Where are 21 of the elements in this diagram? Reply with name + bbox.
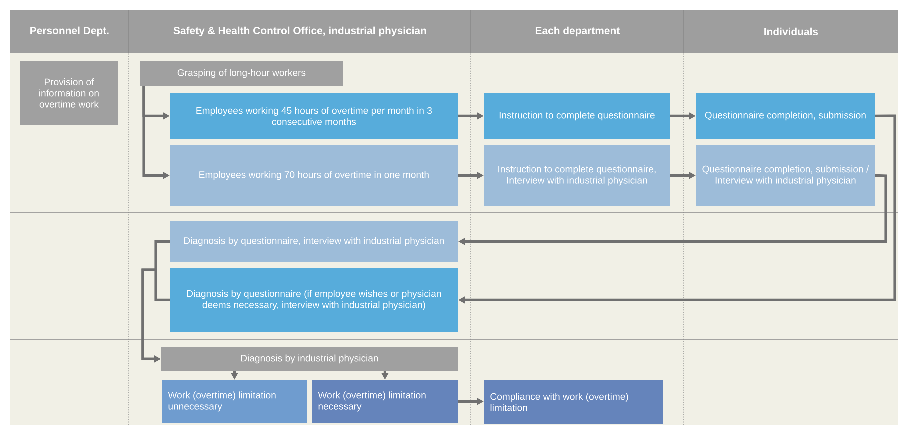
process-box: Diagnosis by industrial physician — [161, 347, 458, 372]
node-label: Safety & Health Control Office, industrial physician — [174, 26, 426, 37]
node-label: Individuals — [764, 28, 818, 36]
process-box: Instruction to complete questionnaire, Interview with industrial physician — [484, 145, 670, 206]
process-box: Instruction to complete questionnaire — [484, 93, 670, 140]
process-box: Questionnaire completion, submission / Interview with industrial physician — [696, 145, 876, 206]
node-label: Each department — [536, 26, 620, 37]
process-box: Diagnosis by questionnaire, interview with industrial physician — [170, 221, 458, 262]
process-box: Compliance with work (overtime) limitation — [484, 380, 664, 424]
process-box: Provision of information on overtime work — [20, 61, 118, 126]
header-cell: Each department — [471, 10, 684, 54]
process-box: Work (overtime) limitation necessary — [312, 380, 458, 424]
process-box: Grasping of long-hour workers — [140, 61, 344, 86]
header-cell: Personnel Dept. — [10, 10, 130, 54]
process-box: Employees working 70 hours of overtime in one month — [170, 145, 458, 206]
process-box: Employees working 45 hours of overtime per month in 3 consecutive months — [170, 93, 458, 140]
process-box: Questionnaire completion, submission — [696, 93, 876, 140]
process-box: Work (overtime) limitation unnecessary — [162, 380, 308, 424]
node-label: Personnel Dept. — [30, 26, 109, 37]
header-cell: Individuals — [684, 10, 898, 54]
process-box: Diagnosis by questionnaire (if employee wishes or physician deems necessary, interview with industrial physician) — [170, 268, 458, 332]
